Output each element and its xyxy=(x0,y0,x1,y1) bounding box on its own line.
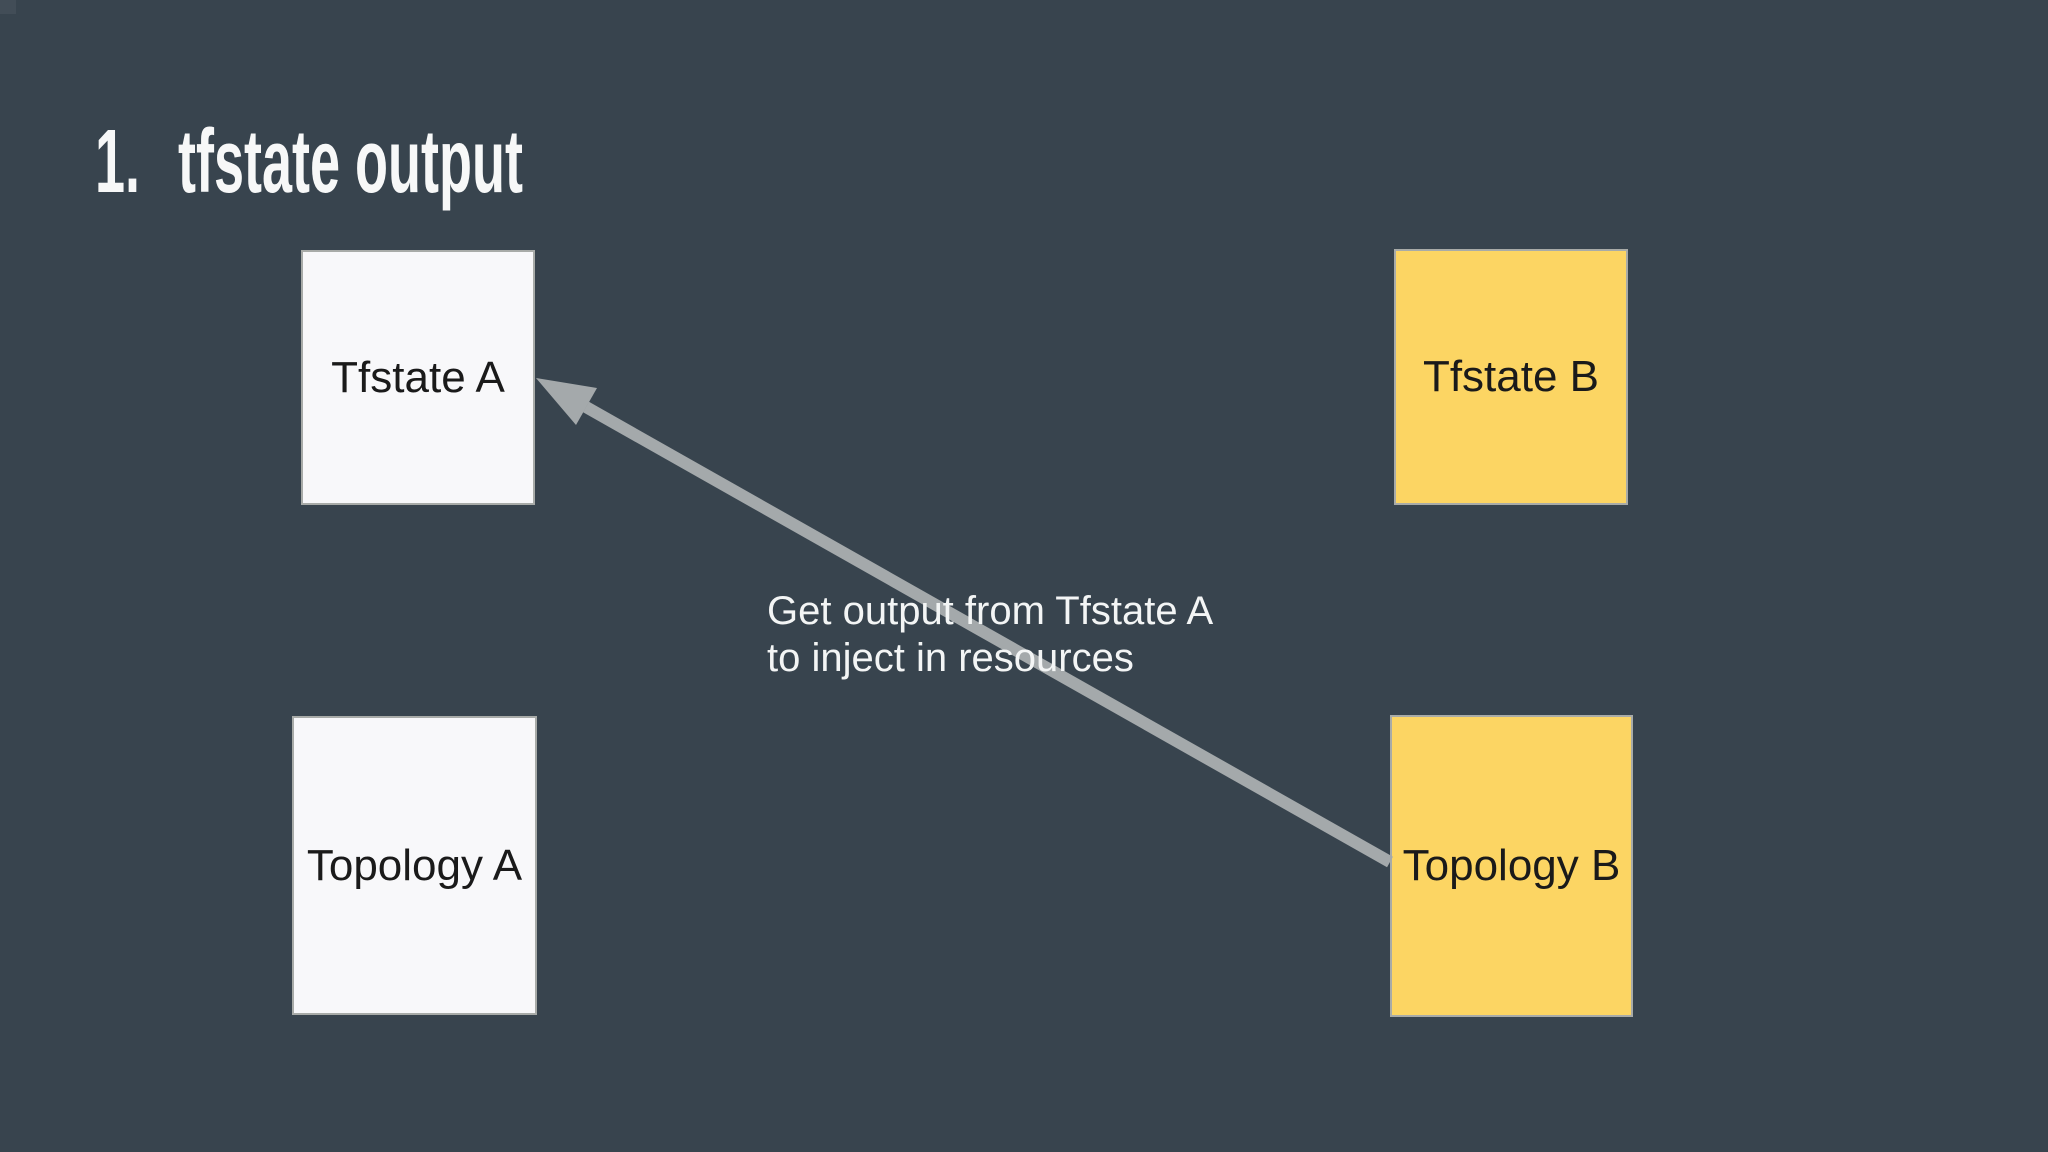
box-tfstate-a-label: Tfstate A xyxy=(331,352,505,402)
slide-title-text: tfstate output xyxy=(178,112,524,212)
arrow-head-icon xyxy=(536,378,597,425)
corner-artifact xyxy=(0,0,16,14)
slide-title-number: 1. xyxy=(95,112,141,212)
box-topology-b: Topology B xyxy=(1390,715,1633,1017)
box-topology-a-label: Topology A xyxy=(306,840,523,890)
box-tfstate-a: Tfstate A xyxy=(301,250,535,505)
box-topology-b-label: Topology B xyxy=(1402,841,1621,890)
box-tfstate-b-label: Tfstate B xyxy=(1422,352,1600,401)
arrow-label-line2: to inject in resources xyxy=(767,636,1134,680)
box-tfstate-b: Tfstate B xyxy=(1394,249,1628,505)
slide-title: 1. tfstate output xyxy=(95,117,753,207)
box-topology-a: Topology A xyxy=(292,716,537,1015)
arrow-label: Get output from Tfstate A to inject in r… xyxy=(767,588,1213,682)
arrow-label-line1: Get output from Tfstate A xyxy=(767,589,1214,633)
